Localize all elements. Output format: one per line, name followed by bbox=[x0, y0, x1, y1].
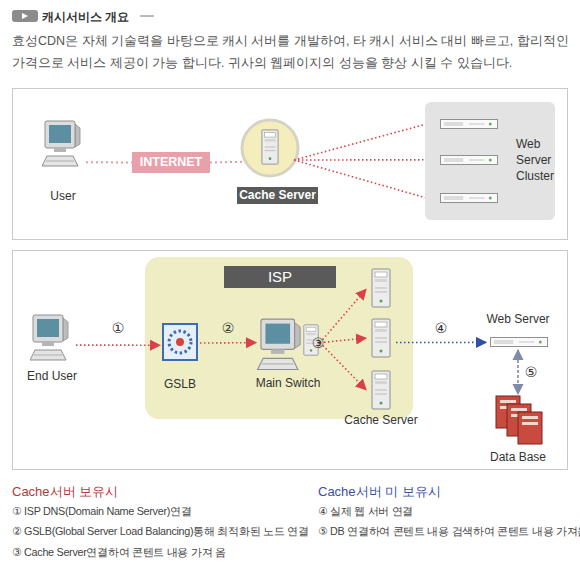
note-text: ② GSLB(Global Server Load Balancing)통해 최… bbox=[12, 524, 308, 538]
database-sheet bbox=[518, 412, 542, 444]
gslb-core bbox=[176, 338, 184, 346]
switch-monitor bbox=[258, 319, 301, 369]
cache-server-tower bbox=[372, 371, 390, 409]
cache-server-tower bbox=[372, 269, 390, 307]
connector bbox=[294, 159, 425, 161]
node-label: Web Server bbox=[474, 312, 562, 326]
gslb-node: GSLB bbox=[160, 320, 200, 392]
connector bbox=[320, 289, 366, 342]
circle-outline bbox=[240, 118, 300, 178]
callout-number: ① bbox=[112, 321, 125, 335]
cache-server-tower bbox=[372, 319, 390, 357]
gslb-ring bbox=[169, 331, 191, 353]
connector bbox=[320, 338, 366, 343]
switch-node: Main Switch bbox=[256, 316, 320, 390]
gslb-icon bbox=[163, 324, 197, 360]
node-label: Cache Server bbox=[331, 413, 431, 427]
node-label: Cache Server bbox=[237, 187, 318, 204]
node-label: End User bbox=[14, 369, 90, 383]
connector bbox=[210, 161, 244, 164]
internet-band: INTERNET bbox=[132, 152, 210, 173]
database-stripe bbox=[511, 414, 527, 417]
note-text: Cache서버 보유시 bbox=[12, 484, 118, 501]
database-stripe bbox=[522, 416, 538, 419]
panel-frame bbox=[13, 251, 568, 470]
cluster-server bbox=[440, 194, 497, 203]
switch-tower bbox=[304, 325, 318, 355]
computer-node: User bbox=[40, 118, 86, 203]
web-server-rack bbox=[490, 338, 547, 347]
node-label: GSLB bbox=[148, 377, 212, 391]
isp-area: ISP GSLB Main Switch Cache Server bbox=[145, 257, 413, 419]
cluster-server bbox=[440, 156, 497, 165]
cache-server-group: Cache Server bbox=[366, 262, 396, 414]
node-label: Data Base bbox=[474, 450, 562, 464]
intro-text: 효성CDN은 자체 기술력을 바탕으로 캐시 서버를 개발하여, 타 캐시 서비… bbox=[12, 30, 572, 74]
heading-rule bbox=[140, 16, 154, 17]
web-server-node: Web Server bbox=[486, 312, 550, 350]
connector bbox=[86, 161, 132, 163]
panel-frame bbox=[13, 89, 568, 240]
note-text: ④ 실제 웹 서버 연결 bbox=[318, 504, 413, 518]
callout-number: ④ bbox=[435, 321, 448, 335]
database-sheet bbox=[507, 404, 531, 436]
cluster-server bbox=[440, 120, 497, 129]
note-text: ③ Cache Server연결하여 콘텐트 내용 가져 옴 bbox=[12, 545, 226, 559]
connector bbox=[200, 342, 256, 344]
connector bbox=[396, 342, 486, 344]
computer-node: End User bbox=[28, 312, 76, 384]
node-label: Web Server Cluster bbox=[516, 136, 558, 184]
section-icon-arrow bbox=[22, 13, 28, 19]
note-text: ⑤ DB 연결하여 콘텐트 내용 검색하여 콘텐트 내용 가져옴 bbox=[318, 524, 580, 538]
cache-server-circle: Cache Server bbox=[240, 118, 300, 178]
server-cluster-box: Web Server Cluster bbox=[425, 102, 555, 220]
user-computer bbox=[42, 121, 80, 166]
circle-outline bbox=[242, 120, 298, 176]
connector bbox=[76, 344, 160, 346]
node-label: ISP bbox=[224, 266, 336, 288]
callout-number: ⑤ bbox=[525, 365, 538, 379]
section-heading: 캐시서비스 개요 bbox=[42, 9, 129, 26]
node-label: User bbox=[28, 189, 98, 203]
cache-server-tower bbox=[262, 130, 278, 164]
section-icon bbox=[12, 10, 38, 22]
database-stripe bbox=[522, 422, 538, 425]
database-node: Data Base bbox=[486, 394, 550, 464]
database-stripe bbox=[511, 408, 527, 411]
node-label: INTERNET bbox=[132, 152, 210, 173]
database-stripe bbox=[500, 406, 516, 409]
database-stripe bbox=[500, 400, 516, 403]
node-label: Main Switch bbox=[244, 376, 332, 390]
note-text: Cache서버 미 보유시 bbox=[318, 484, 441, 501]
connector bbox=[320, 343, 366, 390]
database-sheet bbox=[496, 396, 520, 428]
connector bbox=[517, 350, 519, 394]
note-text: ① ISP DNS(Domain Name Server)연결 bbox=[12, 504, 191, 518]
connector bbox=[294, 124, 425, 160]
connector bbox=[294, 160, 425, 198]
end-user-computer bbox=[30, 315, 68, 360]
